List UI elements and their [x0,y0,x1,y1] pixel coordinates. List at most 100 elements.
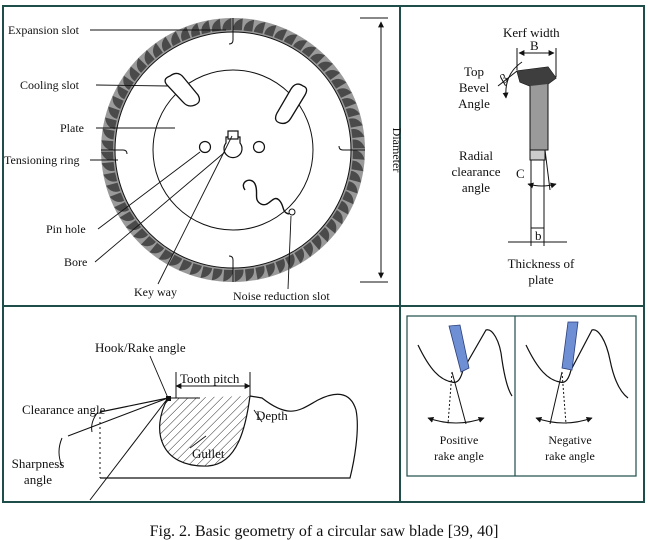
cooling-slot-right [274,83,308,125]
tooth-shoulder [529,149,546,161]
blade-tooth [178,259,192,271]
blade-tooth [342,191,354,205]
noise-slot-end [288,208,296,216]
blade-tooth [105,117,117,130]
figure-caption: Fig. 2. Basic geometry of a circular saw… [150,523,499,540]
label-noise-reduction-slot: Noise reduction slot [233,289,330,303]
label-cooling-slot: Cooling slot [20,78,80,92]
blade-tooth [171,31,181,47]
label-key-way: Key way [134,285,177,299]
blade-tooth [319,227,330,243]
blade-tooth [211,268,223,281]
blade-tooth [108,106,120,119]
label-gullet: Gullet [192,446,225,461]
blade-tooth [253,22,266,34]
key-way [227,130,239,140]
positive-face [451,371,467,425]
label-thickness-1: Thickness of [508,256,575,271]
blade-tooth [245,268,255,282]
label-radial-2: clearance [451,164,500,179]
blade-tooth [189,263,202,275]
label-tooth-pitch: Tooth pitch [180,371,240,386]
negative-face [549,371,563,425]
expansion-slot-bottom [228,255,234,282]
label-thickness-2: plate [528,272,553,287]
blade-tooth [345,108,360,118]
blade-tooth [234,269,244,282]
blade-tooth [303,241,313,258]
blade-tooth [233,18,243,31]
blade-tooth [102,128,115,140]
blade-tooth [310,53,326,64]
pin-hole-left [198,140,212,154]
blade-tooth [352,139,365,149]
blade-tooth [200,266,213,278]
clearance-ref-line [67,397,169,437]
blade-tooth [119,211,135,222]
label-top-bevel-1: Top [464,64,484,79]
label-sharpness-1: Sharpness [12,456,65,471]
rake-frame [406,315,637,477]
blade-tooth [112,95,124,109]
blade-tooth [201,20,211,35]
blade-tooth [114,202,130,212]
blade-tooth [101,140,114,150]
blade-tooth [274,29,288,41]
label-plate: Plate [60,121,84,135]
blade-tooth [351,128,365,138]
leader-pinhole [97,151,201,230]
label-c: C [516,166,525,181]
tooth-body [516,66,557,151]
cooling-slot-left [164,72,201,107]
label-radial-3: angle [462,180,490,195]
clearance-line [544,149,551,191]
label-top-bevel-2: Bevel [459,80,490,95]
negative-tooth-outline [525,329,629,399]
blade-tooth [324,70,341,80]
label-positive-1: Positive [440,433,479,447]
blade-teeth [101,18,365,282]
label-positive-2: rake angle [434,449,484,463]
blade-tooth [351,160,364,172]
leader-noise [287,215,292,290]
positive-tip-insert [448,324,470,373]
positive-arrow [427,416,485,424]
blade-tooth [158,249,173,260]
clearance-arrow [527,182,557,189]
blade-tooth [168,254,183,266]
negative-ref [561,371,567,425]
leader-depth [253,409,263,423]
blade-tooth [349,170,361,183]
blade-tooth [294,248,305,264]
positive-ref [447,371,453,425]
expansion-slot-right [338,145,365,151]
label-hook-rake: Hook/Rake angle [95,340,186,355]
blade-tooth [265,262,275,277]
label-radial-1: Radial [459,148,493,163]
label-top-bevel-3: Angle [458,96,490,111]
label-pin-hole: Pin hole [46,222,86,236]
label-tensioning-ring: Tensioning ring [4,153,80,167]
gullet-hatch [159,396,250,467]
leader-cooling [95,84,169,87]
expansion-slot-left [101,149,128,155]
blade-tooth [255,265,265,280]
blade-tooth [103,172,118,182]
sharpness-arc [58,437,63,467]
blade-tooth [101,151,114,161]
blade-tooth [140,236,156,247]
label-bore: Bore [64,255,87,269]
tooth-section [516,66,557,229]
blade-tooth [346,181,358,194]
leader-bore [94,151,226,263]
tooth-tip [517,67,556,86]
clearance-arc [91,411,99,433]
blade-tooth [211,18,221,32]
sharpness-line [89,397,169,501]
label-b-small: b [535,228,542,243]
noise-reduction-slot [242,179,290,215]
blade-tooth [144,50,155,66]
saw-blade [101,18,365,282]
blade-tooth [264,25,277,37]
